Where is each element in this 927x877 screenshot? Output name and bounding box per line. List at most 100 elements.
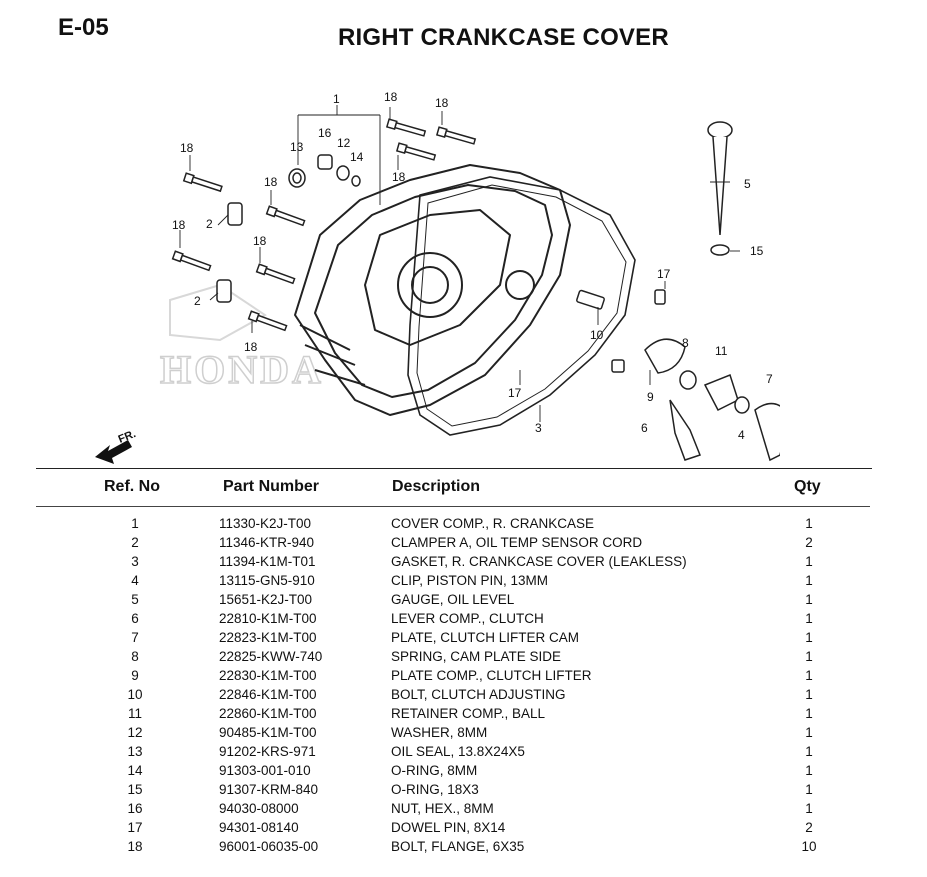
page-title: RIGHT CRANKCASE COVER	[338, 24, 669, 51]
description-cell: WASHER, 8MM	[391, 725, 488, 740]
parts-table: 1 11330-K2J-T00 COVER COMP., R. CRANKCASE 1…	[0, 514, 927, 856]
ref-cell: 11	[127, 706, 142, 721]
callout-10: 10	[590, 328, 604, 342]
exploded-parts-diagram: HONDA	[95, 90, 780, 464]
ref-cell: 3	[131, 554, 139, 569]
gasket-shape	[407, 176, 636, 436]
callout-18h: 18	[244, 340, 258, 354]
qty-cell: 1	[805, 611, 813, 626]
front-direction-marker: FR.	[95, 428, 138, 464]
column-header-qty: Qty	[794, 478, 821, 495]
ref-cell: 12	[127, 725, 143, 740]
ref-cell: 7	[131, 630, 139, 645]
table-header-rule	[36, 506, 870, 507]
callout-14: 14	[350, 150, 364, 164]
table-row: 3 11394-K1M-T01 GASKET, R. CRANKCASE COVER…	[0, 552, 927, 571]
qty-cell: 1	[805, 706, 813, 721]
callout-3: 3	[535, 421, 542, 435]
description-cell: LEVER COMP., CLUTCH	[391, 611, 544, 626]
callout-13: 13	[290, 140, 304, 154]
ref-cell: 8	[131, 649, 139, 664]
qty-cell: 1	[805, 687, 813, 702]
description-cell: COVER COMP., R. CRANKCASE	[391, 516, 595, 531]
part-number-cell: 91202-KRS-971	[219, 744, 316, 759]
part-number-cell: 96001-06035-00	[219, 839, 319, 854]
arrow-left-icon	[95, 440, 132, 464]
qty-cell: 1	[805, 744, 813, 759]
ref-cell: 5	[131, 592, 139, 607]
table-row: 8 22825-KWW-740 SPRING, CAM PLATE SIDE 1	[0, 647, 927, 666]
part-number-cell: 91303-001-010	[219, 763, 311, 778]
table-row: 15 91307-KRM-840 O-RING, 18X3 1	[0, 780, 927, 799]
ref-cell: 6	[131, 611, 139, 626]
callout-8: 8	[682, 336, 689, 350]
part-number-cell: 11346-KTR-940	[219, 535, 315, 550]
qty-cell: 1	[805, 630, 813, 645]
description-cell: NUT, HEX., 8MM	[391, 801, 494, 816]
callout-12: 12	[337, 136, 351, 150]
part-number-cell: 22810-K1M-T00	[219, 611, 317, 626]
clutch-lifter-shapes	[576, 289, 780, 462]
description-cell: SPRING, CAM PLATE SIDE	[391, 649, 562, 664]
part-number-cell: 22830-K1M-T00	[219, 668, 317, 683]
part-number-cell: 22846-K1M-T00	[219, 687, 317, 702]
gasket-inner-shape	[416, 184, 627, 427]
oil-level-gauge-shape	[707, 121, 733, 256]
column-header-description: Description	[392, 478, 481, 495]
ref-cell: 13	[127, 744, 143, 759]
callout-15: 15	[750, 244, 764, 258]
qty-cell: 10	[801, 839, 817, 854]
table-row: 16 94030-08000 NUT, HEX., 8MM 1	[0, 799, 927, 818]
ref-cell: 10	[127, 687, 143, 702]
description-cell: O-RING, 8MM	[391, 763, 478, 778]
description-cell: BOLT, FLANGE, 6X35	[391, 839, 525, 854]
description-cell: GASKET, R. CRANKCASE COVER (LEAKLESS)	[391, 554, 687, 569]
part-number-cell: 11330-K2J-T00	[219, 516, 312, 531]
description-cell: CLIP, PISTON PIN, 13MM	[391, 573, 549, 588]
clamper-shapes	[216, 202, 243, 303]
description-cell: RETAINER COMP., BALL	[391, 706, 546, 721]
callout-17a: 17	[657, 267, 671, 281]
callout-18g: 18	[253, 234, 267, 248]
description-cell: O-RING, 18X3	[391, 782, 479, 797]
qty-cell: 1	[805, 649, 813, 664]
ref-cell: 2	[131, 535, 139, 550]
callout-2a: 2	[206, 217, 213, 231]
callout-18e: 18	[264, 175, 278, 189]
column-header-ref: Ref. No	[104, 478, 160, 495]
qty-cell: 2	[805, 535, 813, 550]
qty-cell: 1	[805, 782, 813, 797]
ref-cell: 17	[127, 820, 143, 835]
watermark-text: HONDA	[160, 347, 324, 392]
callout-17b: 17	[508, 386, 522, 400]
part-number-cell: 22825-KWW-740	[219, 649, 323, 664]
qty-cell: 1	[805, 763, 813, 778]
ref-cell: 4	[131, 573, 139, 588]
part-number-cell: 91307-KRM-840	[219, 782, 319, 797]
qty-cell: 2	[805, 820, 813, 835]
description-cell: DOWEL PIN, 8X14	[391, 820, 506, 835]
callout-2b: 2	[194, 294, 201, 308]
ref-cell: 15	[127, 782, 143, 797]
ref-cell: 16	[127, 801, 143, 816]
qty-cell: 1	[805, 668, 813, 683]
part-number-cell: 94030-08000	[219, 801, 299, 816]
callout-labels: 1 18 18 16 12 14 13 18 18 18 2 18 2 18 1…	[172, 90, 773, 442]
ref-cell: 9	[131, 668, 139, 683]
description-cell: PLATE COMP., CLUTCH LIFTER	[391, 668, 592, 683]
leader-lines	[179, 105, 740, 422]
small-parts-shapes	[288, 154, 361, 188]
callout-16: 16	[318, 126, 332, 140]
wing-logo-shape	[169, 283, 267, 342]
qty-cell: 1	[805, 801, 813, 816]
description-cell: GAUGE, OIL LEVEL	[391, 592, 515, 607]
part-number-cell: 11394-K1M-T01	[219, 554, 316, 569]
